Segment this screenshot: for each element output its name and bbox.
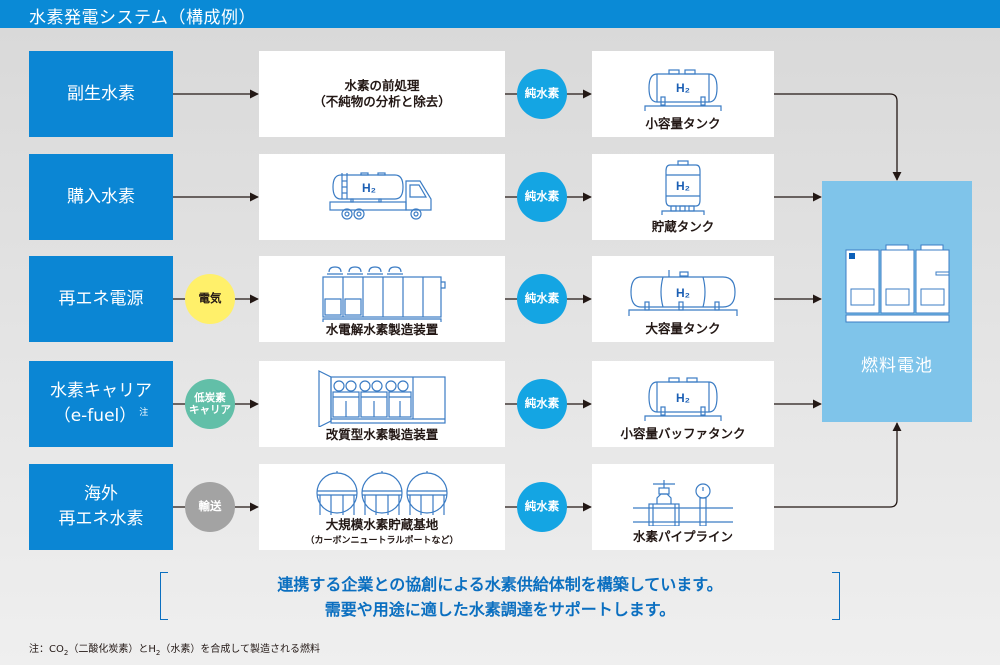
- pipeline-icon: [633, 480, 733, 526]
- reformer-icon: [318, 369, 446, 427]
- h2-label: H₂: [676, 391, 690, 405]
- transport-badge: 輸送: [185, 482, 235, 532]
- electrolyzer-icon: [322, 266, 446, 322]
- note-suffix: （水素）を合成して製造される燃料: [160, 644, 321, 655]
- h2-label: H₂: [676, 81, 690, 95]
- badge-label: 低炭素 キャリア: [189, 392, 231, 416]
- process-reformer: 改質型水素製造装置: [259, 361, 505, 447]
- tanker-truck-icon: H₂: [329, 172, 432, 220]
- header-bar: 水素発電システム（構成例）: [0, 0, 1000, 28]
- badge-label: 純水素: [524, 499, 560, 514]
- process-label: 水素の前処理: [344, 77, 420, 93]
- process-label: 改質型水素製造装置: [325, 426, 439, 442]
- source-label-sub: 再エネ水素: [58, 509, 144, 529]
- bracket-right: [832, 572, 840, 620]
- badge-label: 純水素: [524, 86, 560, 101]
- badge-label: 純水素: [524, 189, 560, 204]
- source-label: 購入水素: [67, 186, 135, 207]
- badge-label: 電気: [198, 291, 222, 306]
- source-purchased-hydrogen: 購入水素: [29, 154, 173, 240]
- electricity-badge: 電気: [185, 274, 235, 324]
- pure-hydrogen-badge: 純水素: [517, 274, 567, 324]
- note-prefix: 注：CO: [29, 644, 64, 655]
- storage-small-tank: H₂ 小容量タンク: [592, 51, 774, 137]
- note-mark: 注: [139, 408, 149, 418]
- note-mid: （二酸化炭素）とH: [68, 644, 156, 655]
- badge-line-2: キャリア: [189, 404, 231, 416]
- badge-label: 純水素: [524, 396, 560, 411]
- badge-label: 純水素: [524, 291, 560, 306]
- efuel-label: （e-fuel）: [53, 406, 137, 426]
- badge-line-1: 低炭素: [194, 391, 226, 404]
- pure-hydrogen-badge: 純水素: [517, 379, 567, 429]
- pure-hydrogen-badge: 純水素: [517, 172, 567, 222]
- source-label-sub: （e-fuel）注: [54, 404, 149, 429]
- process-sublabel: （カーボンニュートラルポートなど）: [305, 536, 459, 546]
- source-label: 副生水素: [67, 83, 135, 104]
- large-tank-icon: H₂: [628, 270, 738, 316]
- source-renewable-power: 再エネ電源: [29, 256, 173, 342]
- arrow-storage-to-fuelcell-5: [774, 422, 902, 508]
- low-carbon-carrier-badge: 低炭素 キャリア: [185, 379, 235, 429]
- source-label: 再エネ電源: [58, 288, 144, 309]
- process-electrolyzer: 水電解水素製造装置: [259, 256, 505, 342]
- summary-message: 連携する企業との協創による水素供給体制を構築しています。 需要や用途に適した水素…: [160, 572, 840, 622]
- process-pretreatment: 水素の前処理 （不純物の分析と除去）: [259, 51, 505, 137]
- storage-buffer-tank: H₂ 小容量バッファタンク: [592, 361, 774, 447]
- storage-label: 小容量タンク: [645, 116, 721, 131]
- pure-hydrogen-badge: 純水素: [517, 69, 567, 119]
- fuel-cell-icon: [845, 244, 950, 323]
- spherical-tanks-icon: [316, 470, 448, 515]
- note-sub1: 2: [63, 649, 69, 657]
- process-tanker-truck: H₂: [259, 154, 505, 240]
- pure-hydrogen-badge: 純水素: [517, 482, 567, 532]
- arrow-storage-to-fuelcell-1: [774, 93, 902, 181]
- vertical-tank-icon: H₂: [661, 160, 705, 215]
- footnote: 注：CO2（二酸化炭素）とH2（水素）を合成して製造される燃料: [29, 640, 320, 657]
- storage-large-tank: H₂ 大容量タンク: [592, 256, 774, 342]
- storage-label: 大容量タンク: [645, 321, 721, 336]
- process-label: 水電解水素製造装置: [325, 321, 439, 337]
- storage-label: 水素パイプライン: [632, 529, 733, 544]
- summary-line-1: 連携する企業との協創による水素供給体制を構築しています。: [277, 575, 723, 594]
- storage-pipeline: 水素パイプライン: [592, 464, 774, 550]
- source-byproduct-hydrogen: 副生水素: [29, 51, 173, 137]
- h2-label: H₂: [676, 179, 690, 193]
- storage-tank: H₂ 貯蔵タンク: [592, 154, 774, 240]
- process-label: 大規模水素貯蔵基地: [325, 516, 439, 532]
- process-storage-base: 大規模水素貯蔵基地 （カーボンニュートラルポートなど）: [259, 464, 505, 550]
- page-title: 水素発電システム（構成例）: [29, 8, 256, 28]
- bracket-left: [160, 572, 168, 620]
- buffer-tank-icon: H₂: [644, 377, 722, 421]
- storage-label: 小容量バッファタンク: [620, 426, 746, 441]
- storage-label: 貯蔵タンク: [651, 219, 715, 234]
- note-sub2: 2: [155, 649, 161, 657]
- badge-label: 輸送: [198, 499, 222, 514]
- source-overseas-renewable-hydrogen: 海外 再エネ水素: [29, 464, 173, 550]
- summary-line-2: 需要や用途に適した水素調達をサポートします。: [324, 600, 676, 619]
- fuel-cell-box: 燃料電池: [822, 181, 972, 422]
- source-label: 海外: [84, 484, 118, 505]
- source-label: 水素キャリア: [50, 381, 152, 402]
- h2-label: H₂: [362, 181, 376, 195]
- fuel-cell-label: 燃料電池: [861, 356, 933, 376]
- process-label-sub: （不純物の分析と除去）: [313, 94, 451, 109]
- h2-label: H₂: [676, 286, 690, 300]
- small-tank-icon: H₂: [644, 69, 722, 111]
- source-hydrogen-carrier: 水素キャリア （e-fuel）注: [29, 361, 173, 447]
